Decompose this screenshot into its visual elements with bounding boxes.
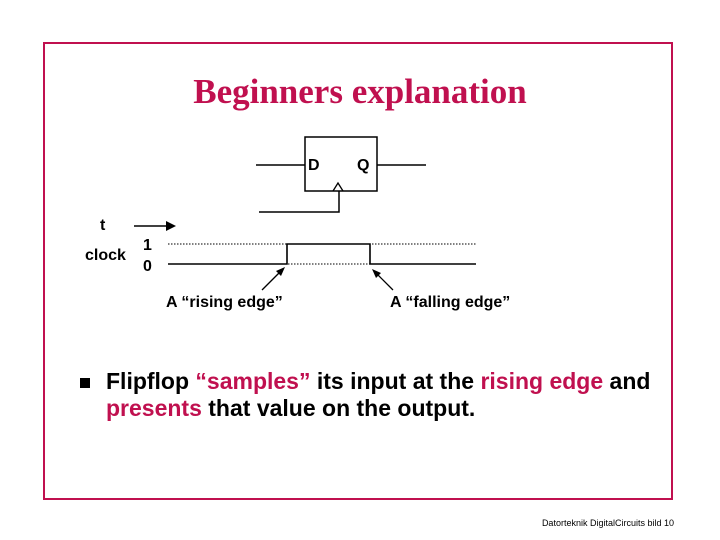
bullet-text-part: and xyxy=(603,368,651,394)
slide-title: Beginners explanation xyxy=(193,72,527,111)
clock-input-wire xyxy=(259,191,340,213)
rising-edge-label: A “rising edge” xyxy=(166,294,283,311)
slide-footer: Datorteknik DigitalCircuits bild 10 xyxy=(541,518,674,528)
clock-label: clock xyxy=(85,247,126,264)
flipflop-box xyxy=(304,136,378,192)
bullet-highlight-presents: presents xyxy=(106,395,202,421)
clock-low-label: 0 xyxy=(143,258,152,275)
falling-edge-arrowhead xyxy=(372,269,381,278)
time-arrow-head xyxy=(166,221,176,231)
bullet-text-part: that value on the output. xyxy=(201,395,476,421)
bullet-highlight-samples: “samples” xyxy=(195,368,311,394)
q-label: Q xyxy=(357,157,369,174)
bullet-text: Flipflop “samples” its input at the risi… xyxy=(106,368,666,422)
clock-edge-triangle xyxy=(332,181,344,192)
bullet-marker xyxy=(80,378,90,388)
bullet-text-part: Flipflop xyxy=(106,368,196,394)
slide-frame xyxy=(43,42,673,500)
bullet-highlight-rising-edge: rising edge xyxy=(480,368,604,394)
falling-edge-label: A “falling edge” xyxy=(390,294,510,311)
time-label: t xyxy=(100,217,106,234)
clock-waveform xyxy=(168,243,476,265)
d-label: D xyxy=(308,157,320,174)
clock-high-label: 1 xyxy=(143,237,152,254)
rising-edge-arrowhead xyxy=(276,267,285,276)
bullet-text-part: its input at the xyxy=(310,368,481,394)
